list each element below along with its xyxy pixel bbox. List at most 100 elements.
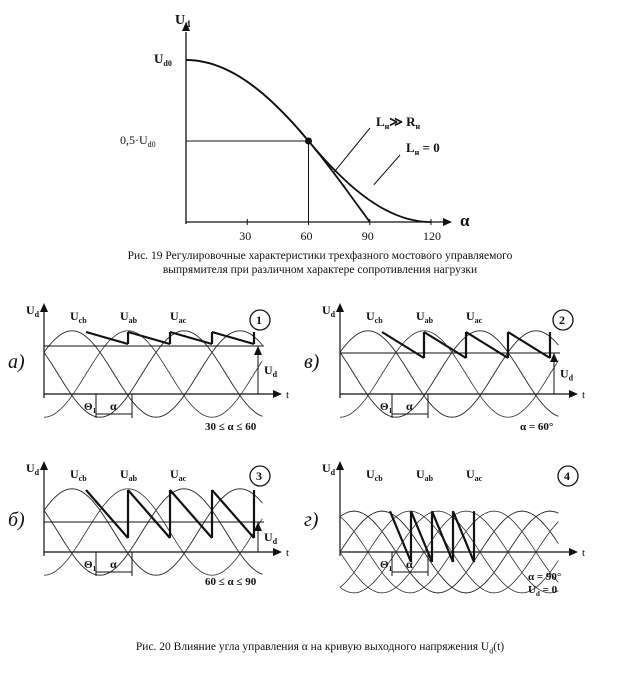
theta-label: Θ1	[380, 559, 393, 573]
figure-20-caption-end: (t)	[493, 641, 505, 653]
output-slope	[127, 330, 171, 346]
panel-letter: а)	[8, 351, 25, 373]
phase-wave	[43, 330, 263, 418]
phase-label-ab: Uab	[120, 467, 138, 483]
ud-marker-arrow-top	[550, 353, 558, 362]
panel-t-arrow	[273, 390, 282, 398]
output-slope	[430, 510, 455, 563]
output-slope	[211, 489, 255, 539]
ud-marker-label: Ud	[560, 367, 574, 383]
panel-ud-arrow	[40, 461, 48, 470]
panel-t-label: t	[582, 389, 585, 401]
y-tick-half: 0,5·Ud0	[120, 133, 156, 149]
x-tick-label: 60	[301, 229, 313, 243]
x-tick-label: 120	[423, 229, 441, 243]
phase-label-ac: Uac	[466, 309, 483, 325]
panel-number: 2	[559, 313, 565, 327]
phase-wave	[43, 488, 263, 576]
phase-label-ab: Uab	[416, 467, 434, 483]
alpha-label: α	[406, 557, 413, 571]
phase-label-ac: Uac	[170, 309, 187, 325]
ud-marker-label: Ud	[264, 530, 278, 546]
panel-ud-label: Ud	[26, 461, 40, 477]
leader-resistive	[373, 154, 401, 186]
phase-label-ac: Uac	[466, 467, 483, 483]
x-axis-arrow	[443, 218, 452, 226]
panel-condition: α = 60°	[520, 421, 553, 433]
phase-wave	[339, 510, 559, 594]
output-slope	[381, 331, 425, 359]
panel-ud-label: Ud	[26, 303, 40, 319]
phase-label-cb: Ucb	[70, 309, 87, 325]
alpha-label: α	[110, 399, 117, 413]
ud-marker-arrow-top	[254, 522, 262, 531]
output-slope	[507, 331, 551, 359]
phase-wave	[339, 330, 559, 418]
panel-ud-label: Ud	[322, 303, 336, 319]
phase-label-cb: Ucb	[366, 467, 383, 483]
phase-label-cb: Ucb	[366, 309, 383, 325]
figure-19-caption: Рис. 19 Регулировочные характеристики тр…	[40, 249, 600, 277]
figure-20-caption-sub: d	[489, 646, 494, 656]
output-slope	[465, 331, 509, 359]
output-slope	[85, 330, 129, 346]
x-axis-label: α	[460, 211, 470, 230]
panel-number-circle	[557, 465, 579, 487]
panel-ud-arrow	[40, 303, 48, 312]
figure-19-caption-line2: выпрямителя при различном характере сопр…	[162, 264, 478, 276]
panel-condition-2: Ud = 0	[528, 584, 558, 598]
phase-wave	[339, 510, 559, 594]
output-slope	[85, 489, 129, 539]
panel-t-arrow	[273, 548, 282, 556]
output-slope	[211, 330, 255, 346]
phase-label-ab: Uab	[120, 309, 138, 325]
output-slope	[388, 510, 413, 563]
panel-number-circle	[249, 309, 271, 331]
panel-condition: 60 ≤ α ≤ 90	[205, 576, 257, 588]
theta-label: Θ1	[84, 401, 97, 415]
output-slope	[127, 489, 171, 539]
phase-wave	[43, 488, 263, 576]
phase-wave	[339, 330, 559, 418]
figure-20-caption-text: Рис. 20 Влияние угла управления α на кри…	[135, 641, 490, 653]
panel-number: 3	[256, 469, 262, 483]
output-slope	[423, 331, 467, 359]
phase-label-cb: Ucb	[70, 467, 87, 483]
x-tick-label: 30	[239, 229, 251, 243]
label-inductive: Lн≫ Rн	[376, 114, 421, 131]
panel-letter: б)	[8, 509, 25, 531]
phase-wave	[43, 330, 263, 418]
theta-label: Θ1	[84, 559, 97, 573]
phase-wave	[43, 330, 263, 418]
half-point-dot	[305, 137, 312, 145]
output-slope	[169, 330, 213, 346]
phase-wave	[339, 510, 559, 594]
panel-t-label: t	[286, 389, 289, 401]
panel-ud-arrow	[336, 461, 344, 470]
leader-inductive	[332, 127, 371, 174]
panel-condition: α = 90°	[528, 571, 561, 583]
phase-wave	[43, 330, 263, 418]
phase-wave	[43, 488, 263, 576]
y-axis-label: Ud	[175, 13, 190, 29]
panel-number-circle	[249, 465, 271, 487]
phase-label-ab: Uab	[416, 309, 434, 325]
panel-t-arrow	[569, 548, 578, 556]
figure-20-caption: Рис. 20 Влияние угла управления α на кри…	[40, 640, 600, 658]
phase-wave	[43, 488, 263, 576]
output-slope	[169, 489, 213, 539]
output-slope	[451, 510, 476, 563]
phase-label-ac: Uac	[170, 467, 187, 483]
panel-t-arrow	[569, 390, 578, 398]
ud-marker-arrow-top	[254, 346, 262, 355]
panel-number-circle	[552, 309, 574, 331]
phase-wave	[339, 510, 559, 594]
ud-marker-label: Ud	[264, 363, 278, 379]
